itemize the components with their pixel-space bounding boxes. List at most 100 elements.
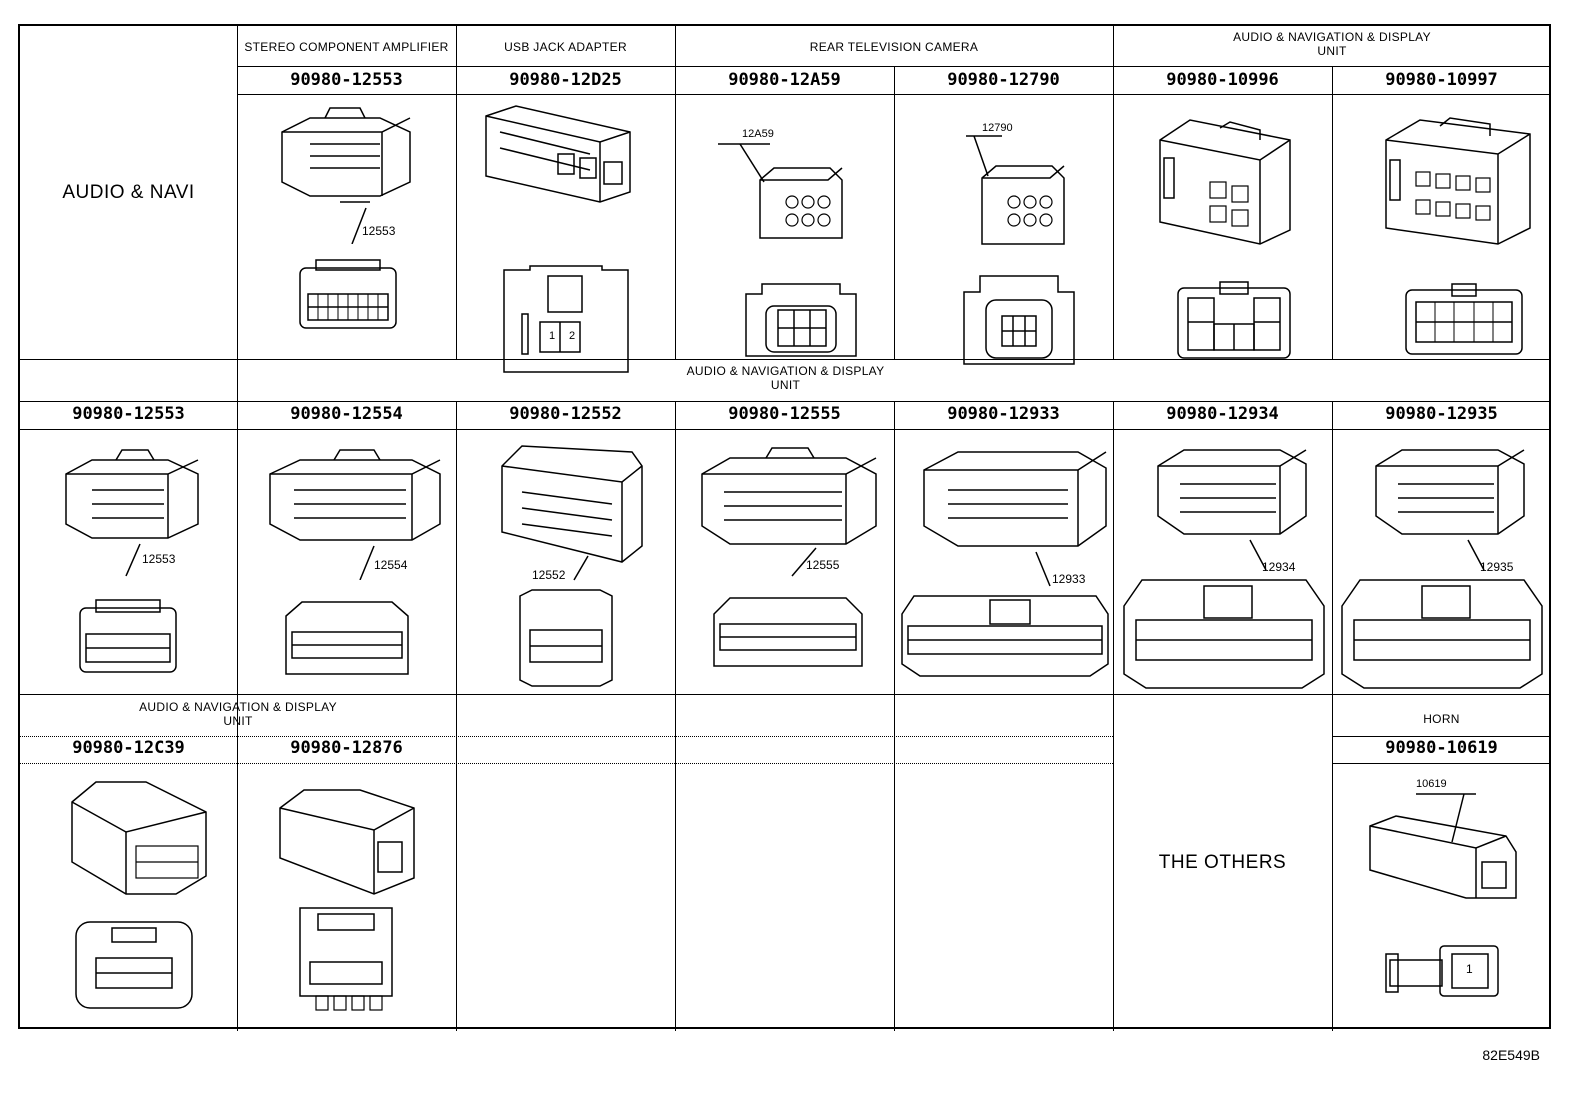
callout-label: 12553 bbox=[142, 552, 176, 566]
drawing-code: 82E549B bbox=[1482, 1047, 1540, 1063]
connector-12553-iso-drawing: 12553 bbox=[56, 440, 216, 580]
part-number: 90980-12D25 bbox=[509, 70, 622, 90]
callout-label: 12790 bbox=[982, 122, 1013, 134]
row3-group-title-line2: UNIT bbox=[223, 714, 253, 728]
part-number: 90980-12934 bbox=[1166, 404, 1279, 424]
connector-12552-face-view bbox=[516, 586, 616, 690]
connector-12876-iso-drawing bbox=[274, 778, 424, 898]
pin-label: 1 bbox=[1466, 962, 1473, 976]
connector-12A59-face-view bbox=[742, 280, 860, 360]
connector-10996-face-view bbox=[1174, 280, 1294, 360]
part-number: 90980-12790 bbox=[947, 70, 1060, 90]
connector-12552-iso-drawing: 12552 bbox=[492, 436, 652, 586]
grid-line bbox=[20, 763, 1113, 764]
part-number: 90980-10619 bbox=[1385, 738, 1498, 758]
grid-line bbox=[894, 401, 895, 1031]
connector-12555-face-view bbox=[710, 594, 866, 674]
callout-label: 12552 bbox=[532, 568, 566, 582]
callout-label: 12A59 bbox=[742, 128, 774, 140]
grid-line bbox=[456, 401, 457, 1031]
connector-12D25-iso-drawing bbox=[480, 102, 660, 232]
connector-10997-face-view bbox=[1402, 282, 1526, 358]
grid-line bbox=[1332, 401, 1333, 1031]
grid-line bbox=[675, 401, 676, 1031]
grid-line bbox=[237, 26, 238, 1031]
part-number: 90980-12554 bbox=[290, 404, 403, 424]
part-number: 90980-12C39 bbox=[72, 738, 185, 758]
grid-line bbox=[20, 694, 1551, 695]
connector-12553-face-view bbox=[296, 258, 400, 332]
part-number: 90980-12553 bbox=[290, 70, 403, 90]
connector-12790-face-view bbox=[960, 272, 1078, 370]
connector-12A59-iso-drawing: 12A59 bbox=[710, 106, 860, 242]
part-number: 90980-12A59 bbox=[728, 70, 841, 90]
grid-line bbox=[675, 26, 676, 359]
group-title-audio-nav-unit: AUDIO & NAVIGATION & DISPLAY UNIT bbox=[1113, 30, 1551, 58]
connector-chart-sheet: AUDIO & NAVI STEREO COMPONENT AMPLIFIER … bbox=[18, 24, 1551, 1031]
group-title-line2: UNIT bbox=[1317, 44, 1347, 58]
grid-line bbox=[20, 429, 1551, 430]
connector-12933-iso-drawing: 12933 bbox=[918, 440, 1108, 590]
group-title-usb-jack-adapter: USB JACK ADAPTER bbox=[504, 40, 627, 54]
the-others-label: THE OTHERS bbox=[1158, 852, 1287, 873]
grid-line bbox=[1113, 26, 1114, 359]
connector-12934-iso-drawing: 12934 bbox=[1150, 436, 1310, 576]
grid-line bbox=[237, 26, 238, 359]
grid-line bbox=[20, 736, 1113, 737]
connector-12935-iso-drawing: 12935 bbox=[1368, 436, 1528, 576]
callout-label: 12933 bbox=[1052, 572, 1086, 586]
row-label-audio-navi: AUDIO & NAVI bbox=[62, 182, 195, 203]
connector-10619-iso-drawing: 10619 bbox=[1356, 778, 1526, 902]
callout-label: 12935 bbox=[1480, 560, 1514, 574]
connector-12933-face-view bbox=[900, 592, 1110, 680]
part-number: 90980-12876 bbox=[290, 738, 403, 758]
row2-title-line1: AUDIO & NAVIGATION & DISPLAY bbox=[686, 364, 885, 378]
row3-group-title: AUDIO & NAVIGATION & DISPLAY UNIT bbox=[20, 700, 456, 728]
connector-10997-iso-drawing bbox=[1380, 110, 1540, 250]
part-number: 90980-10996 bbox=[1166, 70, 1279, 90]
part-number: 90980-12553 bbox=[72, 404, 185, 424]
connector-12553-face-view bbox=[76, 598, 180, 676]
group-title-rear-camera: REAR TELEVISION CAMERA bbox=[809, 40, 979, 54]
grid-line bbox=[1332, 736, 1551, 737]
callout-label: 12553 bbox=[362, 224, 396, 238]
pin-label: 1 bbox=[549, 330, 556, 342]
grid-line bbox=[1332, 66, 1333, 359]
grid-line bbox=[237, 94, 1551, 95]
connector-10996-iso-drawing bbox=[1150, 110, 1300, 250]
grid-line bbox=[20, 359, 1551, 360]
callout-label: 12554 bbox=[374, 558, 408, 572]
callout-label: 12555 bbox=[806, 558, 840, 572]
connector-10619-face-view: 1 bbox=[1382, 942, 1502, 1002]
connector-12876-face-view bbox=[296, 906, 396, 1014]
callout-label: 10619 bbox=[1416, 778, 1447, 790]
connector-12554-face-view bbox=[282, 598, 412, 678]
horn-title: HORN bbox=[1423, 712, 1460, 726]
part-number: 90980-12555 bbox=[728, 404, 841, 424]
connector-12554-iso-drawing: 12554 bbox=[264, 440, 444, 580]
pin-label: 2 bbox=[569, 330, 576, 342]
part-number: 90980-12933 bbox=[947, 404, 1060, 424]
connector-12555-iso-drawing: 12555 bbox=[696, 440, 880, 580]
part-number: 90980-12935 bbox=[1385, 404, 1498, 424]
connector-12C39-iso-drawing bbox=[66, 772, 216, 902]
grid-line bbox=[456, 26, 457, 359]
grid-line bbox=[894, 66, 895, 359]
row3-group-title-line1: AUDIO & NAVIGATION & DISPLAY bbox=[139, 700, 337, 714]
group-title-line1: AUDIO & NAVIGATION & DISPLAY bbox=[1233, 30, 1431, 44]
connector-12790-iso-drawing: 12790 bbox=[926, 106, 1076, 246]
grid-line bbox=[20, 401, 1551, 402]
part-number: 90980-12552 bbox=[509, 404, 622, 424]
row2-title-line2: UNIT bbox=[770, 378, 801, 392]
connector-12C39-face-view bbox=[72, 916, 196, 1012]
callout-label: 12934 bbox=[1262, 560, 1296, 574]
row2-title: AUDIO & NAVIGATION & DISPLAY UNIT bbox=[20, 364, 1551, 392]
connector-12D25-face-view: 1 2 bbox=[500, 264, 632, 376]
connector-12553-iso-drawing: 12553 bbox=[270, 104, 430, 244]
grid-line bbox=[237, 66, 1551, 67]
grid-line bbox=[1113, 401, 1114, 1031]
group-title-stereo-amplifier: STEREO COMPONENT AMPLIFIER bbox=[244, 40, 449, 54]
connector-12935-face-view bbox=[1340, 576, 1544, 692]
part-number: 90980-10997 bbox=[1385, 70, 1498, 90]
connector-12934-face-view bbox=[1122, 576, 1326, 692]
